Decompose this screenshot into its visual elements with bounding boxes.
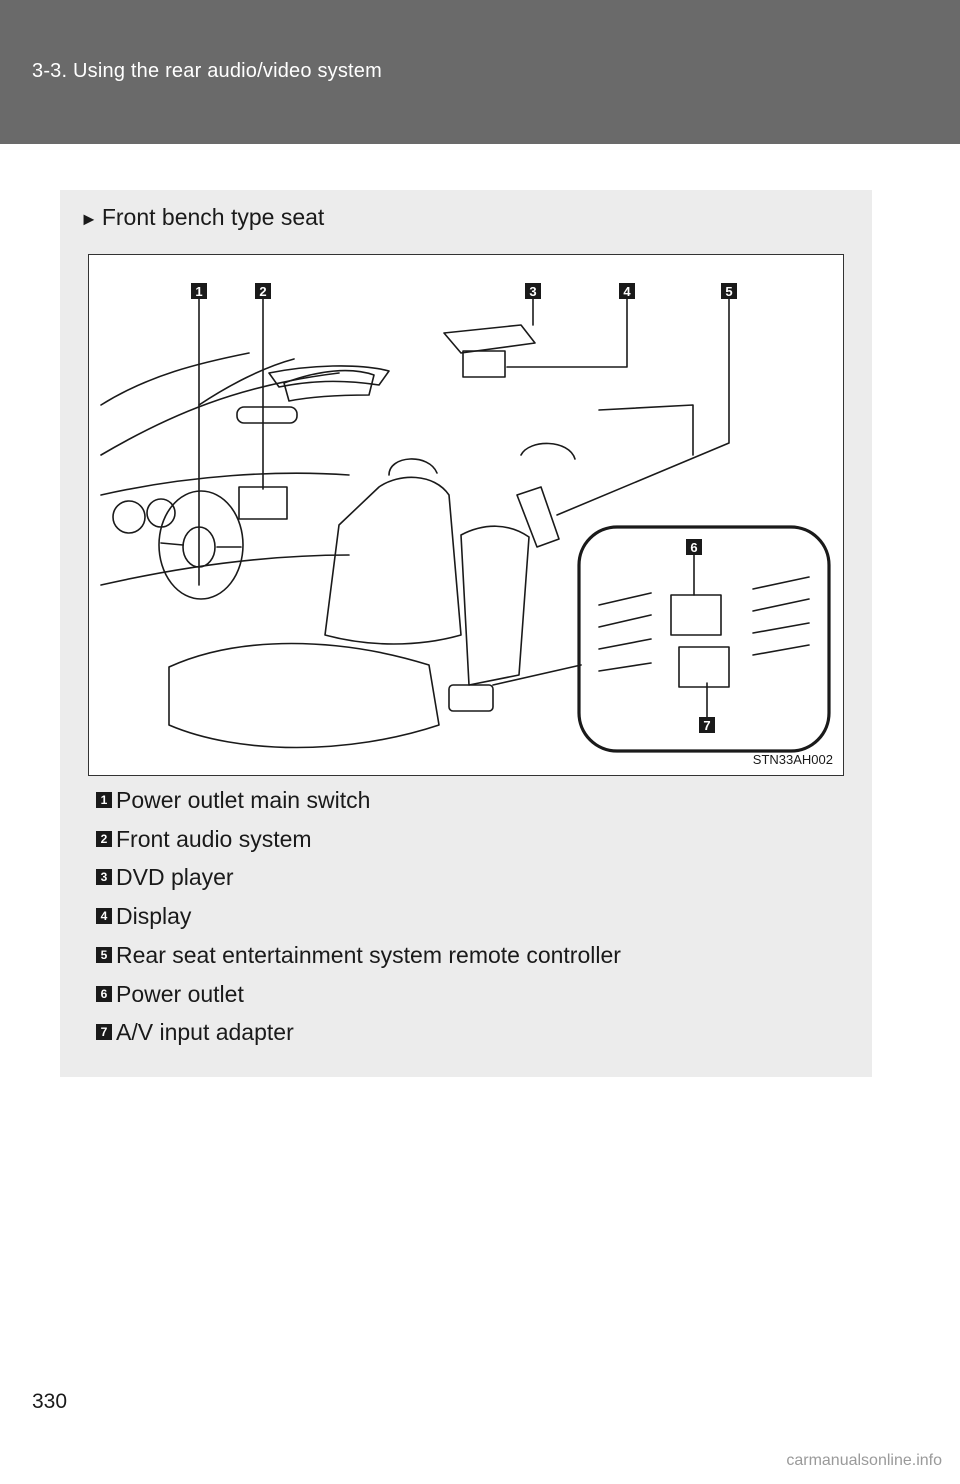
legend-label: Front audio system xyxy=(116,825,312,852)
legend-number-badge: 7 xyxy=(96,1024,112,1040)
remote-controller xyxy=(516,486,560,548)
steering-wheel xyxy=(158,490,244,600)
legend-label: Display xyxy=(116,902,192,929)
front-audio-unit xyxy=(238,486,288,520)
callout-7-number: 7 xyxy=(703,718,710,733)
leader-4 xyxy=(506,294,628,368)
callout-2-badge xyxy=(255,283,271,299)
dashboard-top xyxy=(100,472,350,496)
overhead-console xyxy=(283,369,375,402)
callout-5-badge xyxy=(721,283,737,299)
sun-visor xyxy=(268,365,390,388)
callout-2-number: 2 xyxy=(259,284,266,299)
center-console xyxy=(460,525,530,686)
figure-code: STN33AH002 xyxy=(752,752,833,767)
overhead-display xyxy=(462,350,506,378)
callout-7-badge xyxy=(699,717,715,733)
gauge-left xyxy=(112,500,146,534)
gauge-center xyxy=(146,498,176,528)
rear-view-mirror xyxy=(236,406,298,424)
interior-line-drawing: 1 2 3 4 5 6 7 xyxy=(100,283,831,753)
triangle-marker-icon: ► xyxy=(80,209,98,229)
legend-number-badge: 4 xyxy=(96,908,112,924)
rear-controls xyxy=(448,684,494,712)
roof-line xyxy=(100,372,340,456)
legend-number-badge: 6 xyxy=(96,986,112,1002)
legend-number-badge: 5 xyxy=(96,947,112,963)
front-seat-cushion xyxy=(168,642,440,749)
callout-1-badge xyxy=(191,283,207,299)
rear-window xyxy=(598,404,694,456)
legend-label: Power outlet main switch xyxy=(116,786,371,813)
watermark-text: carmanualsonline.info xyxy=(786,1452,942,1469)
leader-5 xyxy=(556,294,730,516)
legend-label: Rear seat entertainment system remote co… xyxy=(116,941,621,968)
callout-5-number: 5 xyxy=(725,284,732,299)
legend-number-badge: 3 xyxy=(96,869,112,885)
page-header: 3-3. Using the rear audio/video system xyxy=(0,0,960,144)
dashboard-lower xyxy=(100,554,350,586)
legend-label: A/V input adapter xyxy=(116,1018,294,1045)
callout-4-number: 4 xyxy=(623,284,631,299)
section-title: 3-3. Using the rear audio/video system xyxy=(32,60,382,82)
heading-text: Front bench type seat xyxy=(101,204,325,230)
a-pillar xyxy=(198,358,295,406)
leader-inset xyxy=(492,664,582,686)
vehicle-interior-illustration: 1 2 3 4 5 6 7 STN33AH002 xyxy=(88,254,844,776)
legend-number-badge: 2 xyxy=(96,831,112,847)
detail-inset xyxy=(577,525,831,753)
front-seat-back xyxy=(324,476,462,645)
legend-number-badge: 1 xyxy=(96,792,112,808)
legend-label: DVD player xyxy=(116,863,234,890)
callout-6-badge xyxy=(686,539,702,555)
callout-4-badge xyxy=(619,283,635,299)
seat-type-heading: ►Front bench type seat xyxy=(80,204,324,231)
callout-3-badge xyxy=(525,283,541,299)
rear-headrest xyxy=(520,442,576,460)
page-number: 330 xyxy=(32,1390,68,1413)
callout-3-number: 3 xyxy=(529,284,536,299)
windshield-line xyxy=(100,352,250,406)
headrest xyxy=(388,458,438,476)
callout-1-number: 1 xyxy=(195,284,202,299)
legend-label: Power outlet xyxy=(116,980,244,1007)
dvd-player xyxy=(443,324,536,354)
callout-6-number: 6 xyxy=(690,540,697,555)
